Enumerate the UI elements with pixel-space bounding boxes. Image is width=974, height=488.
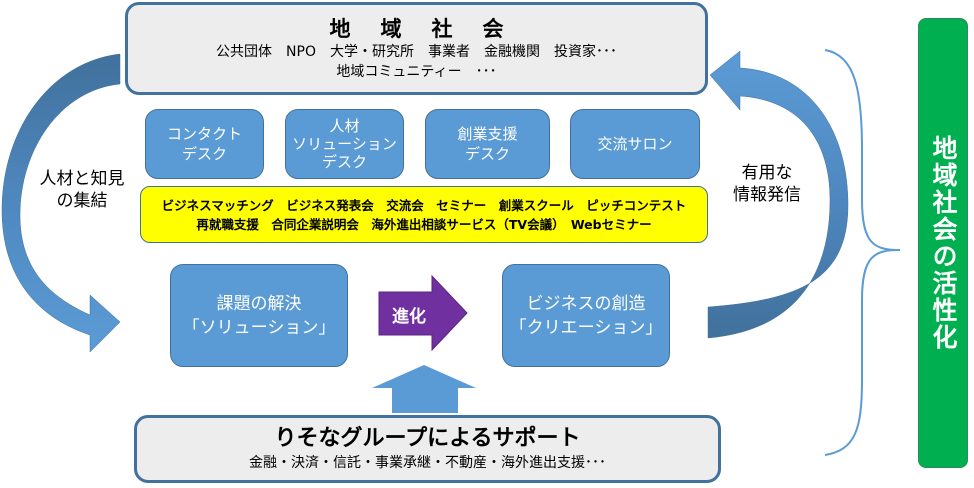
community-box: 地域社会 公共団体 NPO 大学・研究所 事業者 金融機関 投資家･･･ 地域コ…	[125, 2, 708, 95]
creation-label-1: ビジネスの創造	[526, 293, 646, 314]
desk-startup-label-1: 創業支援	[457, 125, 518, 143]
desk-contact: コンタクト デスク	[145, 109, 264, 179]
right-arrow-label: 有用な 情報発信	[717, 162, 817, 206]
outcome-box: 地域社会の活性化	[918, 18, 968, 468]
support-box: りそなグループによるサポート 金融・決済・信託・事業承継・不動産・海外進出支援･…	[134, 415, 721, 483]
outcome-label: 地域社会の活性化	[929, 135, 958, 351]
desk-salon-label: 交流サロン	[597, 135, 673, 153]
solution-label-2: 「ソリューション」	[182, 317, 336, 338]
support-services: 金融・決済・信託・事業承継・不動産・海外進出支援･･･	[249, 455, 606, 471]
solution-label-1: 課題の解決	[216, 293, 302, 314]
evolution-label: 進化	[392, 307, 426, 327]
events-box: ビジネスマッチング ビジネス発表会 交流会 セミナー 創業スクール ピッチコンテ…	[140, 186, 708, 243]
support-title: りそなグループによるサポート	[274, 426, 581, 451]
desk-hr-label-3: デスク	[321, 153, 367, 171]
right-arrow-label-2: 情報発信	[733, 185, 801, 205]
desk-contact-label-2: デスク	[181, 145, 227, 163]
desk-hr-label-1: 人材	[329, 117, 360, 135]
right-curved-arrow	[707, 50, 849, 339]
creation-label-2: 「クリエーション」	[509, 317, 663, 338]
left-arrow-label: 人材と知見 の集結	[32, 168, 132, 212]
desk-startup-label-2: デスク	[464, 145, 510, 163]
right-arrow-label-1: 有用な	[741, 163, 793, 183]
events-line-2: 再就職支援 合同企業説明会 海外進出相談サービス（TV会議） Webセミナー	[196, 216, 652, 232]
solution-box: 課題の解決 「ソリューション」	[170, 264, 348, 367]
creation-box: ビジネスの創造 「クリエーション」	[502, 264, 670, 367]
support-up-arrow	[372, 365, 476, 413]
community-title: 地域社会	[329, 16, 534, 41]
desk-hr-label-2: ソリューション	[292, 135, 397, 153]
left-arrow-label-1: 人材と知見	[39, 169, 125, 189]
events-line-1: ビジネスマッチング ビジネス発表会 交流会 セミナー 創業スクール ピッチコンテ…	[161, 197, 687, 213]
desk-hr-solution: 人材 ソリューション デスク	[285, 109, 404, 179]
community-members-2: 地域コミュニティー ･･･	[336, 63, 497, 80]
left-curved-arrow	[1, 53, 121, 353]
community-members: 公共団体 NPO 大学・研究所 事業者 金融機関 投資家･･･	[216, 43, 617, 60]
desk-startup-support: 創業支援 デスク	[425, 109, 550, 179]
desk-contact-label-1: コンタクト	[166, 125, 242, 143]
desk-exchange-salon: 交流サロン	[570, 109, 700, 179]
left-arrow-label-2: の集結	[56, 191, 108, 211]
brace	[824, 49, 901, 456]
evolution-arrow	[378, 274, 468, 352]
